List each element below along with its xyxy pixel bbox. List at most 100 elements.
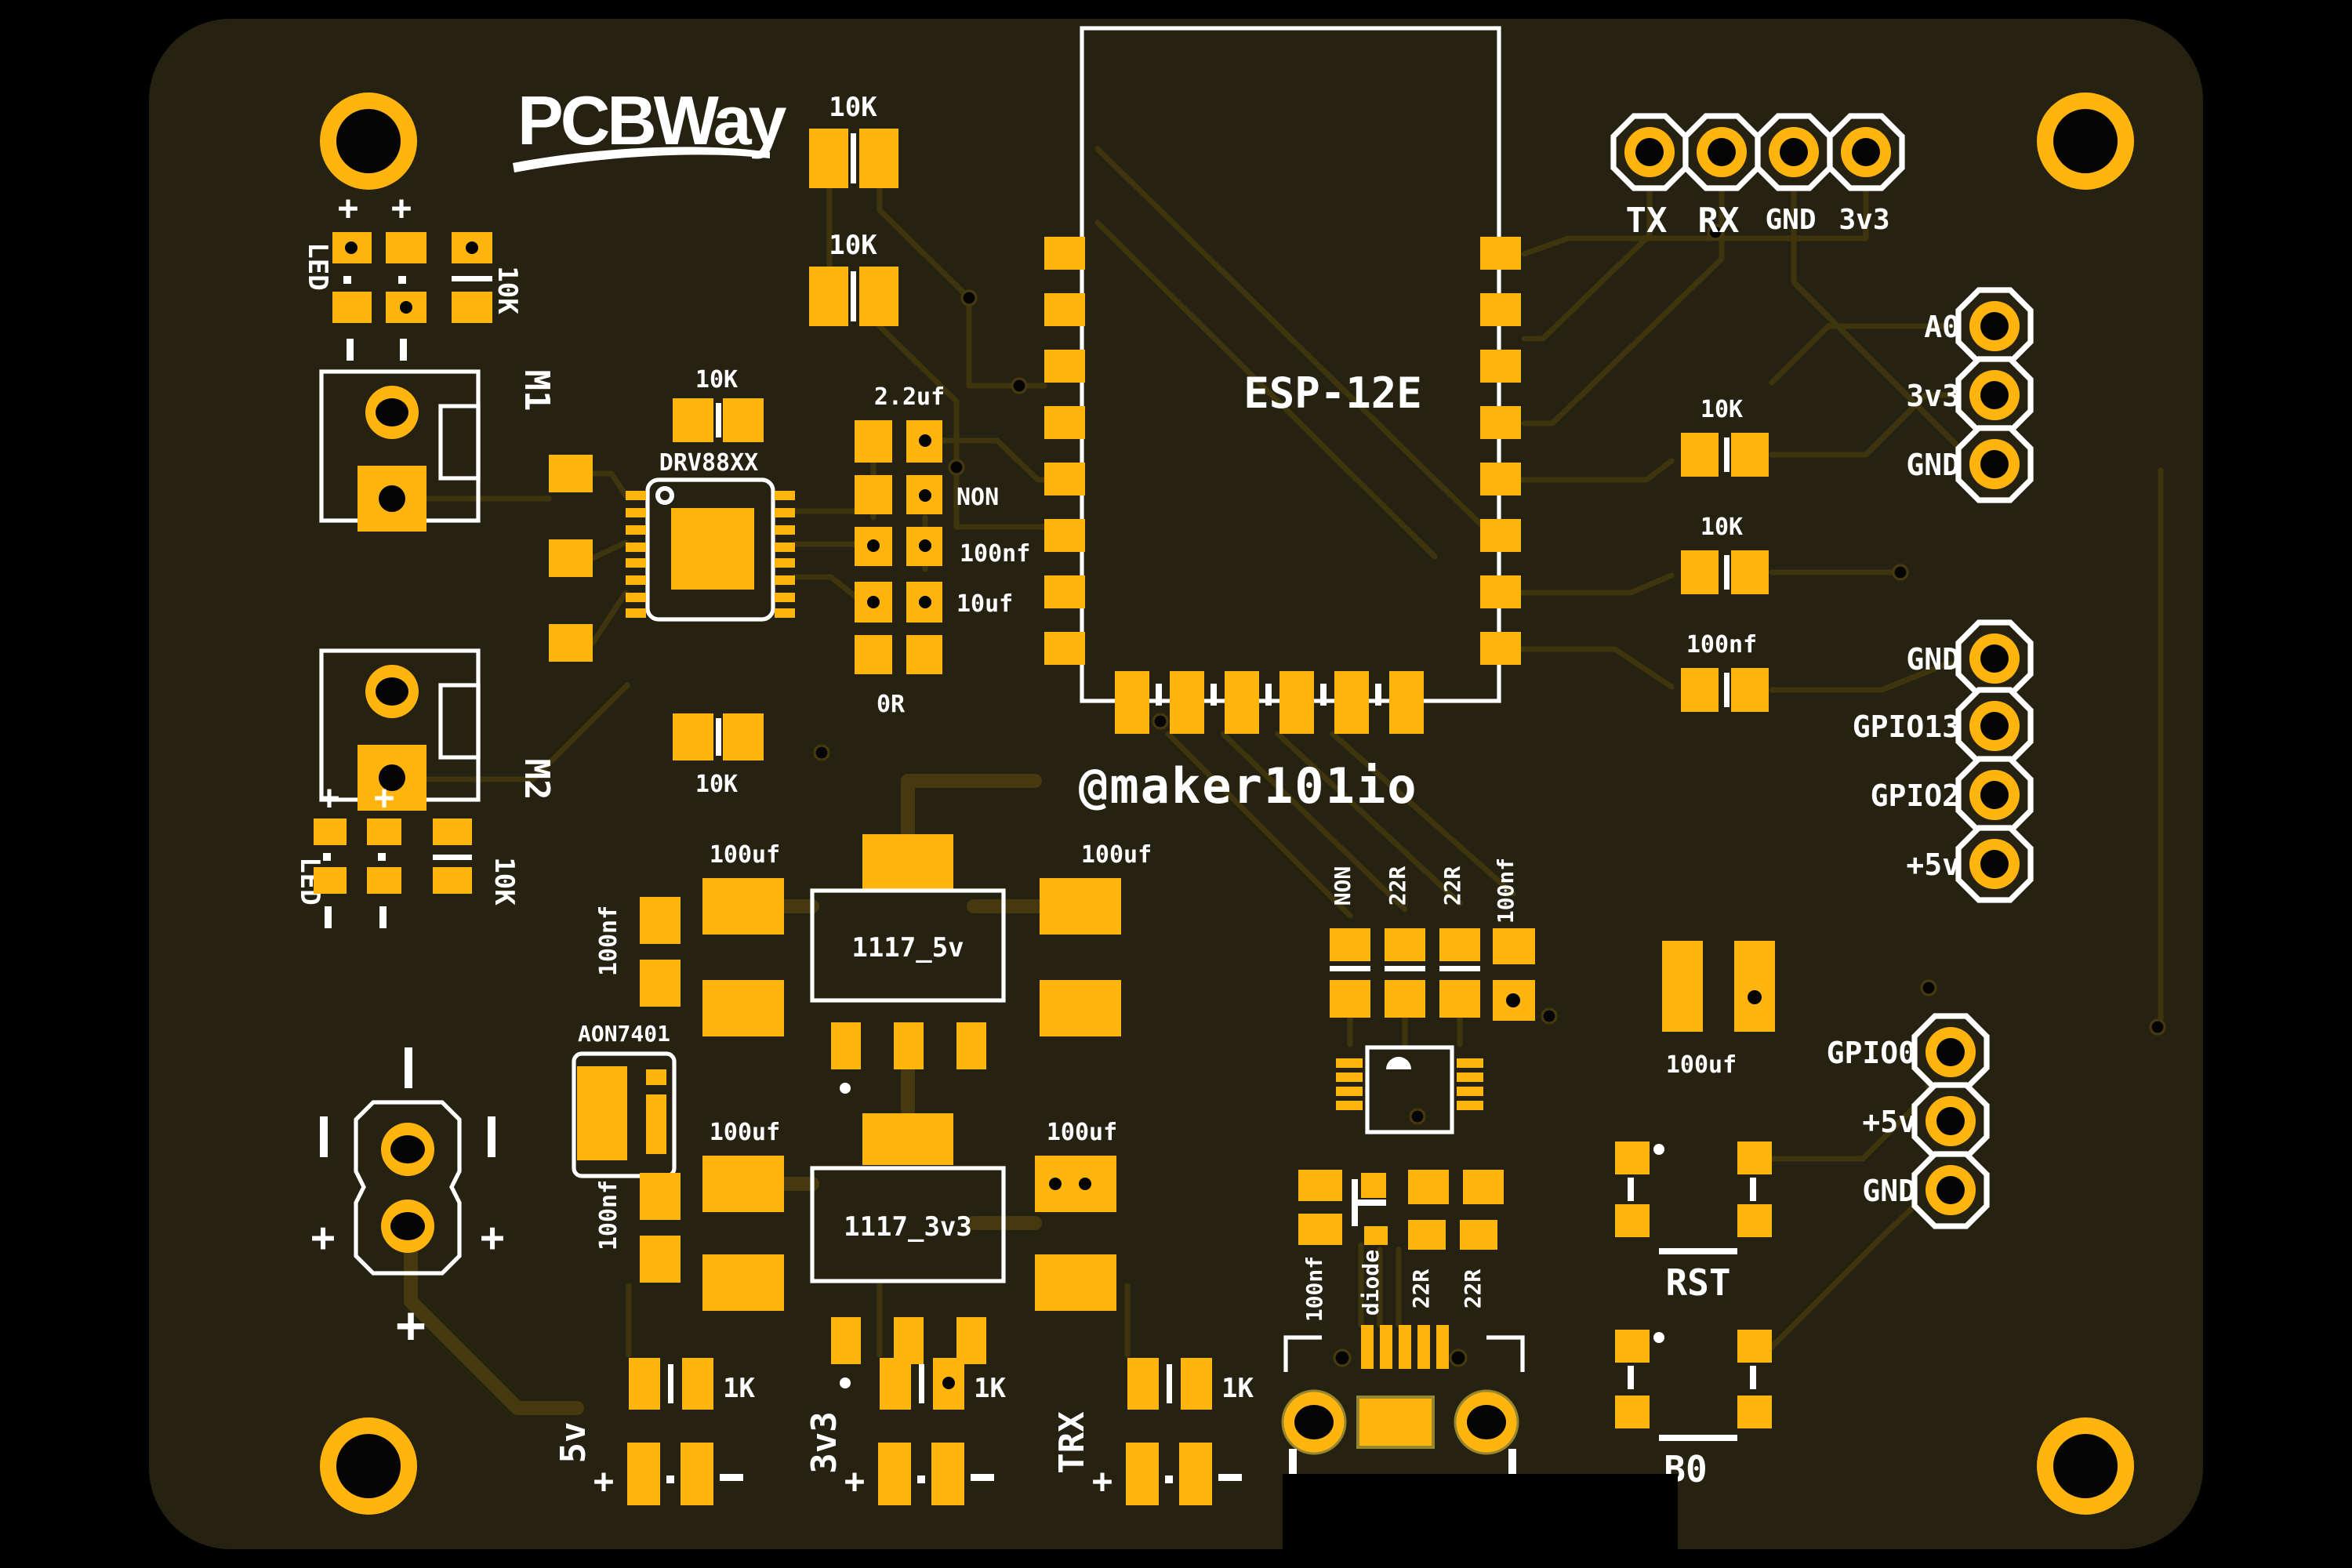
silkscreen-label: NON: [956, 484, 999, 511]
smd-pad: [626, 608, 646, 618]
smd-pad: [1615, 1204, 1650, 1237]
silkscreen-mark: [1750, 1366, 1756, 1389]
silkscreen-mark: [840, 1377, 851, 1388]
silkscreen-label: 22R: [1439, 866, 1465, 906]
copper-trace: [1521, 177, 1725, 426]
smd-pad: [1480, 575, 1521, 608]
copper-trace: [1521, 177, 1653, 342]
silkscreen-mark: [1352, 1200, 1386, 1206]
silkscreen-label: 22R: [1460, 1269, 1486, 1309]
smd-pad: [1385, 980, 1425, 1018]
silkscreen-label: 3v3: [1838, 204, 1889, 236]
smd-pad: [1035, 1254, 1116, 1311]
copper-trace: [1518, 646, 1675, 690]
serial-header: TX RX GND 3v3: [1613, 116, 1902, 241]
smd-pad: [1044, 519, 1085, 552]
silkscreen-label: 10K: [829, 230, 877, 261]
smd-pad: [1480, 293, 1521, 326]
silkscreen-outline: [810, 1166, 1006, 1283]
logo-swoosh-icon: [513, 147, 770, 172]
smd-pad: [862, 1113, 953, 1165]
analog-header: A0 3v3 GND: [1906, 290, 2031, 500]
silkscreen-label: GND: [1862, 1174, 1916, 1208]
silkscreen-label: GPIO0: [1827, 1036, 1916, 1070]
silkscreen-label: TX: [1626, 201, 1668, 241]
silkscreen-label: 10K: [695, 771, 738, 798]
silkscreen-mark: [347, 339, 354, 361]
silkscreen-label: 10K: [695, 366, 738, 394]
silkscreen-mark: [320, 1116, 328, 1157]
drill-hole: [919, 596, 931, 608]
silkscreen-label: TRX: [1052, 1411, 1092, 1473]
copper-trace: [1330, 731, 1516, 897]
silkscreen-label: GPIO2: [1871, 779, 1960, 813]
smd-pad: [1044, 293, 1085, 326]
smd-pad: [1044, 575, 1085, 608]
regulator-3v3-section: 100nf 100uf 1117_3v3 100uf: [595, 1113, 1117, 1388]
smd-pad: [1439, 928, 1480, 961]
silkscreen-mark: [1724, 555, 1730, 590]
smd-pad: [386, 232, 426, 263]
drill-hole: [466, 241, 478, 254]
drill-hole: [336, 109, 401, 173]
copper-trace: [590, 539, 629, 561]
silkscreen-label: +: [593, 1461, 615, 1501]
smd-pad: [332, 292, 372, 323]
smd-pad: [1361, 1325, 1374, 1369]
silkscreen-label: A0: [1924, 310, 1960, 344]
smd-pad: [1731, 550, 1769, 594]
smd-pad: [1436, 1325, 1449, 1369]
smd-pad: [1330, 928, 1370, 961]
smd-pad: [1731, 433, 1769, 477]
silkscreen-label: 2.2uf: [874, 383, 945, 411]
smd-pad: [1127, 1358, 1159, 1410]
driver-ref: DRV88XX: [659, 449, 758, 477]
smd-pad: [1380, 1325, 1392, 1369]
smd-pad: [775, 593, 795, 602]
smd-pad: [1126, 1443, 1159, 1505]
smd-pad: [1457, 1073, 1483, 1082]
smd-pad: [931, 1443, 964, 1505]
smd-pad: [1115, 671, 1149, 734]
smd-pad: [640, 1236, 681, 1283]
smd-pad: [671, 508, 754, 590]
drill-hole: [1780, 138, 1808, 166]
smd-pad: [775, 525, 795, 535]
silkscreen-mark: [1724, 673, 1730, 707]
power-input-connector: + + +: [310, 1047, 505, 1355]
silkscreen-label: +: [396, 1297, 426, 1355]
silkscreen-label: 100uf: [1081, 841, 1152, 869]
silkscreen-outline: [354, 1100, 462, 1276]
drill-hole: [1980, 781, 2009, 809]
smd-pad: [1731, 668, 1769, 712]
copper-trace: [792, 574, 858, 599]
motor-driver-ic: 10K DRV88XX 10K: [626, 366, 795, 798]
esp-side-pads: [1044, 237, 1521, 665]
drill-hole: [942, 1377, 955, 1389]
silkscreen-label: 5v: [554, 1422, 593, 1464]
copper-trace: [1769, 1195, 1926, 1350]
via: [1152, 713, 1169, 730]
silkscreen-label: 0R: [877, 691, 906, 718]
mounting-hole: [2037, 93, 2134, 190]
pcbway-logo: PCBWay: [513, 82, 790, 172]
esp-label: ESP-12E: [1243, 368, 1422, 418]
smd-pad: [1044, 350, 1085, 383]
via: [960, 289, 978, 307]
smd-pad: [1035, 1156, 1116, 1212]
drill-hole: [1079, 1178, 1091, 1190]
regulator-5v-section: 100nf 100uf 1117_5v 100uf: [595, 834, 1152, 1094]
smd-pad: [775, 491, 795, 500]
smd-pad: [1336, 1087, 1363, 1096]
silkscreen-mark: [919, 1364, 924, 1403]
smd-pad: [1356, 1396, 1435, 1449]
motor-output-pads: [549, 455, 593, 662]
silkscreen-label: 100nf: [595, 1180, 622, 1250]
smd-pad: [549, 539, 593, 577]
drill-hole: [1467, 1405, 1506, 1439]
copper-trace: [1518, 458, 1675, 483]
mosfet-label: AON7401: [578, 1021, 670, 1047]
silkscreen-label: 22R: [1385, 866, 1410, 906]
smd-pad: [1480, 632, 1521, 665]
